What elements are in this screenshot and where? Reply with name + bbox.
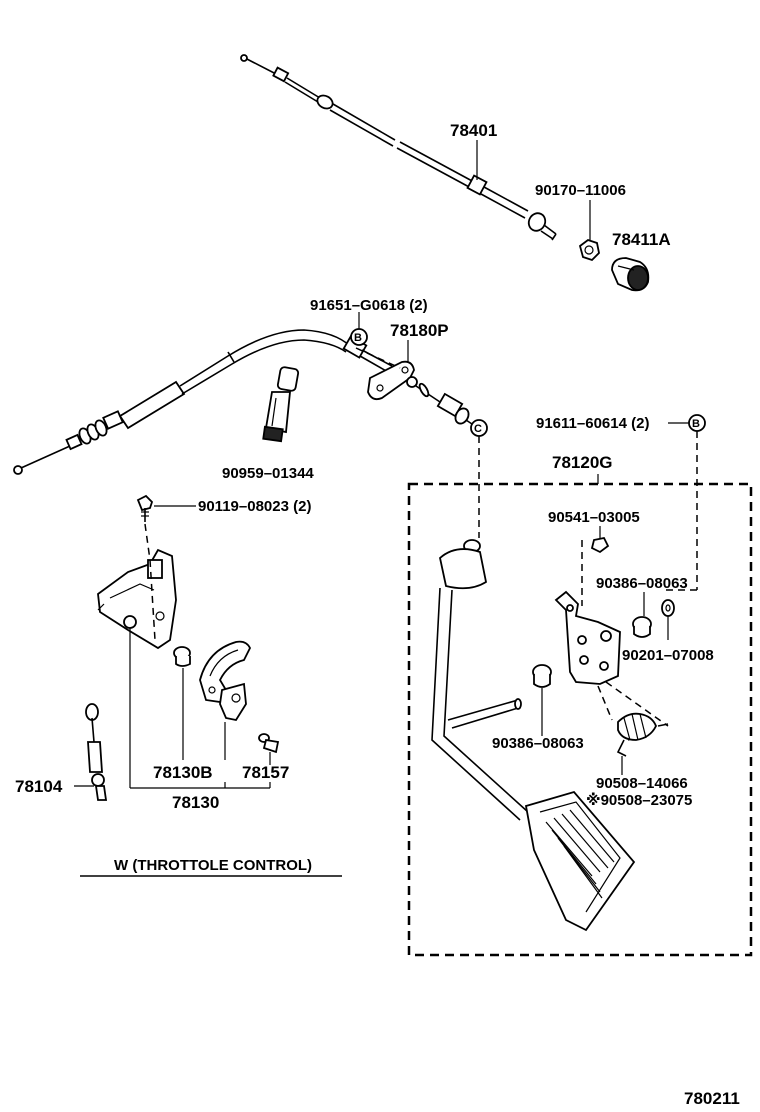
- bolt-91611-marker: B: [688, 414, 706, 432]
- assembly-boundary-78120g: [407, 482, 753, 957]
- knob-78411a: [611, 257, 650, 292]
- cable-78401: [240, 54, 557, 241]
- spring-90508: [597, 681, 669, 757]
- label-78104: 78104: [15, 777, 63, 796]
- label-90508a: 90508–14066: [596, 775, 688, 792]
- label-78401: 78401: [450, 121, 497, 140]
- label-90541: 90541–03005: [548, 509, 640, 526]
- label-90508b: ※90508–23075: [586, 791, 692, 809]
- label-90959: 90959–01344: [222, 465, 314, 482]
- label-90386a: 90386–08063: [596, 575, 688, 592]
- nut-90170: [578, 238, 600, 262]
- label-78130: 78130: [172, 793, 219, 812]
- screw-90541: [590, 536, 610, 554]
- label-78411a: 78411A: [612, 230, 671, 249]
- label-90170: 90170–11006: [535, 182, 626, 199]
- screw-78157: [258, 733, 280, 754]
- label-90119: 90119–08023 (2): [198, 498, 311, 515]
- bushing-90386-upper: [632, 616, 652, 638]
- bolt-90119: [136, 494, 154, 522]
- dash-bolt-to-bracket: [144, 523, 151, 561]
- bolt-91651-marker: B: [350, 328, 368, 346]
- section-title: W (THROTTOLE CONTROL): [114, 857, 312, 874]
- washer-90201: [661, 599, 675, 617]
- collar-78130b: [173, 646, 191, 667]
- label-90386b: 90386–08063: [492, 735, 584, 752]
- pedal-bracket: [554, 590, 621, 685]
- label-91611: 91611–60614 (2): [536, 415, 649, 432]
- pedal-pad: [524, 790, 636, 932]
- marker-b-1: B: [354, 332, 362, 344]
- label-78130b: 78130B: [153, 763, 213, 782]
- sector-plate: [199, 640, 252, 722]
- bracket-78130: [97, 548, 177, 650]
- label-78180p: 78180P: [390, 321, 449, 340]
- connector-90959: [262, 366, 300, 443]
- bushing-90386-lower: [532, 664, 552, 688]
- label-91651: 91651–G0618 (2): [310, 297, 428, 314]
- clip-marker-c: C: [470, 419, 488, 437]
- rod-78104: [85, 703, 108, 801]
- leaders-78130: [129, 628, 271, 789]
- label-78120g: 78120G: [552, 453, 613, 472]
- pedal-arm: [431, 539, 529, 821]
- marker-b-2: B: [692, 418, 700, 430]
- marker-c-1: C: [474, 423, 482, 435]
- figure-number: 780211: [684, 1089, 740, 1108]
- cable-78180p: [13, 329, 470, 475]
- dash-78180p-to-bolt: [355, 347, 401, 369]
- label-90201: 90201–07008: [622, 647, 714, 664]
- label-78157: 78157: [242, 763, 289, 782]
